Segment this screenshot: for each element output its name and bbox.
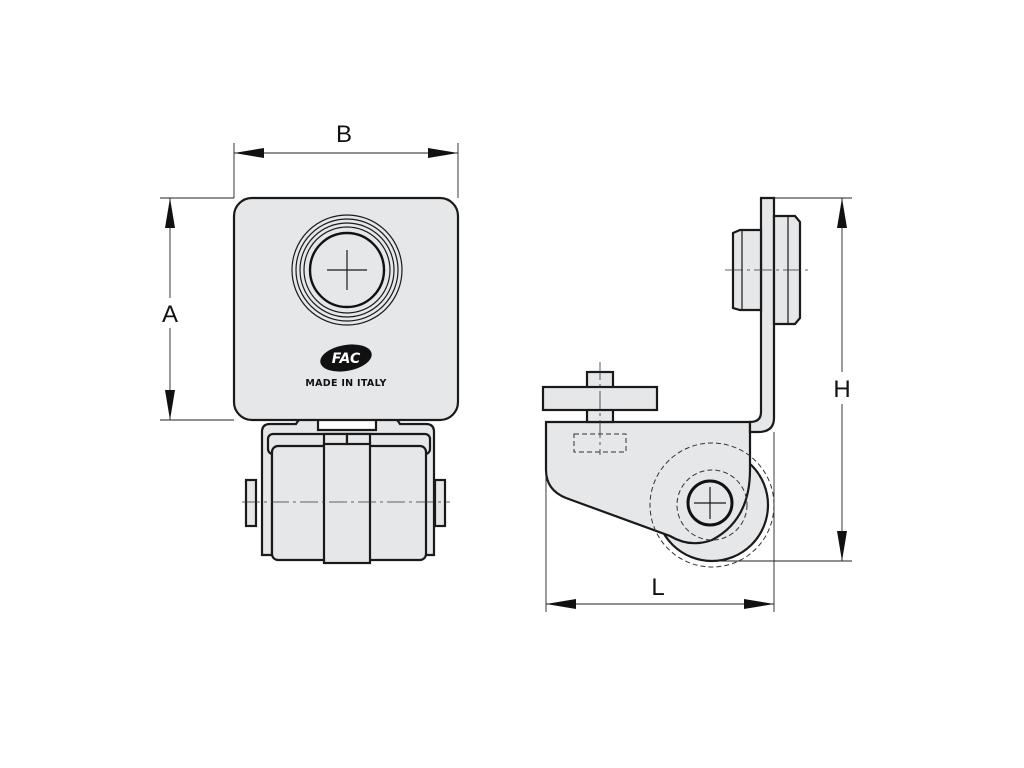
axle-cap-right — [433, 478, 447, 528]
thread-ring — [291, 214, 403, 326]
made-in-italy-text: MADE IN ITALY — [305, 378, 386, 389]
arrowhead — [837, 198, 847, 228]
front-view: FAC MADE IN ITALY — [232, 196, 460, 565]
logo-text: FAC — [332, 351, 361, 367]
arrowhead — [837, 531, 847, 561]
mounting-plate — [232, 196, 460, 422]
side-plate — [748, 196, 776, 434]
hidden-nut — [573, 433, 627, 453]
wheel-band — [322, 441, 372, 565]
hidden-hub — [676, 469, 748, 541]
dimension-label-a: A — [162, 301, 178, 328]
dimension-l: L — [545, 432, 775, 612]
hub-left — [322, 432, 349, 446]
hub-right — [345, 432, 372, 446]
dimension-label-l: L — [651, 574, 664, 601]
arrowhead — [546, 599, 576, 609]
thread-ring — [295, 218, 399, 322]
arrowhead — [428, 148, 458, 158]
thread-ring — [303, 226, 391, 314]
fac-logo — [320, 344, 372, 372]
dimension-b: B — [233, 121, 459, 198]
thread-ring — [299, 222, 395, 318]
dimension-h: H — [712, 197, 852, 562]
arrowhead — [165, 390, 175, 420]
arrowhead — [234, 148, 264, 158]
dimension-label-b: B — [336, 121, 352, 148]
dimension-a: A — [160, 197, 234, 421]
arrowhead — [165, 198, 175, 228]
dimension-label-h: H — [833, 376, 850, 403]
arrowhead — [744, 599, 774, 609]
axle-cap-left — [244, 478, 258, 528]
side-view — [541, 196, 810, 568]
